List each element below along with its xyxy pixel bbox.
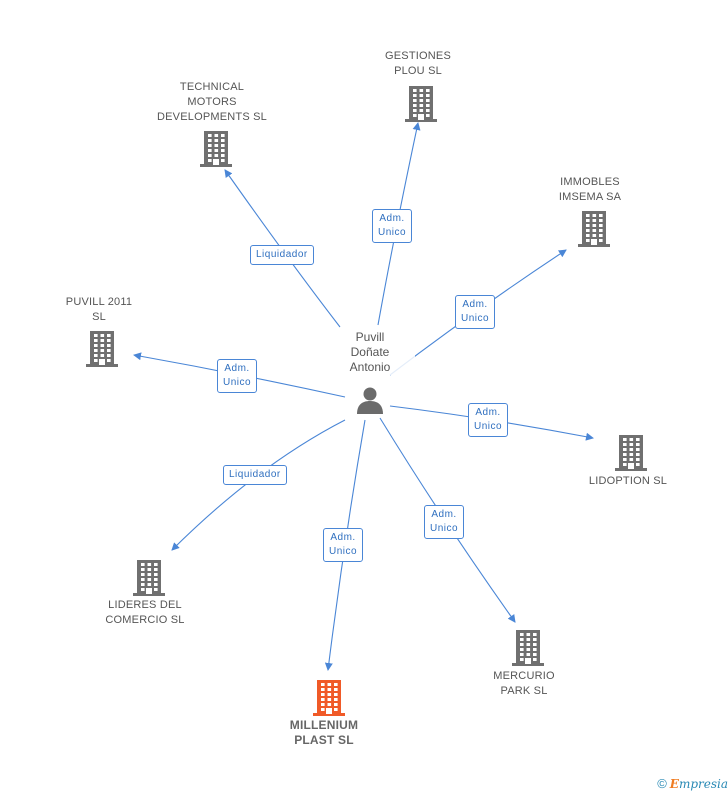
company-label-puvill2011[interactable]: PUVILL 2011 SL (65, 296, 133, 323)
footer-brand: © Empresia (657, 776, 728, 791)
building-icon[interactable] (512, 630, 544, 671)
relation-label-millenium[interactable]: Adm. Unico (323, 528, 364, 562)
relation-label-lidoption[interactable]: Adm. Unico (468, 403, 509, 437)
company-label-lidoption[interactable]: LIDOPTION SL (588, 475, 668, 487)
person-icon[interactable] (355, 385, 385, 420)
brand-logo: Empresia (669, 776, 728, 791)
person-name: Puvill Doñate Antonio (325, 330, 415, 375)
relation-label-mercurio[interactable]: Adm. Unico (424, 505, 465, 539)
building-icon[interactable] (405, 86, 437, 127)
building-icon[interactable] (578, 211, 610, 252)
relation-label-puvill2011[interactable]: Adm. Unico (217, 359, 258, 393)
company-label-immobles[interactable]: IMMOBLES IMSEMA SA (558, 176, 622, 203)
building-icon[interactable] (200, 131, 232, 172)
company-label-lideres[interactable]: LIDERES DEL COMERCIO SL (105, 599, 185, 626)
company-label-technical[interactable]: TECHNICAL MOTORS DEVELOPMENTS SL (157, 81, 267, 123)
relation-label-immobles[interactable]: Adm. Unico (455, 295, 496, 329)
relation-label-gestiones[interactable]: Adm. Unico (372, 209, 413, 243)
building-icon[interactable] (615, 435, 647, 476)
building-icon[interactable] (86, 331, 118, 372)
building-icon[interactable] (313, 680, 345, 721)
relation-label-technical[interactable]: Liquidador (250, 245, 314, 265)
relation-label-lideres[interactable]: Liquidador (223, 465, 287, 485)
company-label-mercurio[interactable]: MERCURIO PARK SL (493, 670, 555, 697)
company-label-millenium[interactable]: MILLENIUM PLAST SL (289, 718, 359, 747)
copyright-symbol: © (657, 776, 667, 791)
building-icon[interactable] (133, 560, 165, 601)
company-label-gestiones[interactable]: GESTIONES PLOU SL (385, 50, 451, 77)
edge-lideres (171, 419, 346, 551)
